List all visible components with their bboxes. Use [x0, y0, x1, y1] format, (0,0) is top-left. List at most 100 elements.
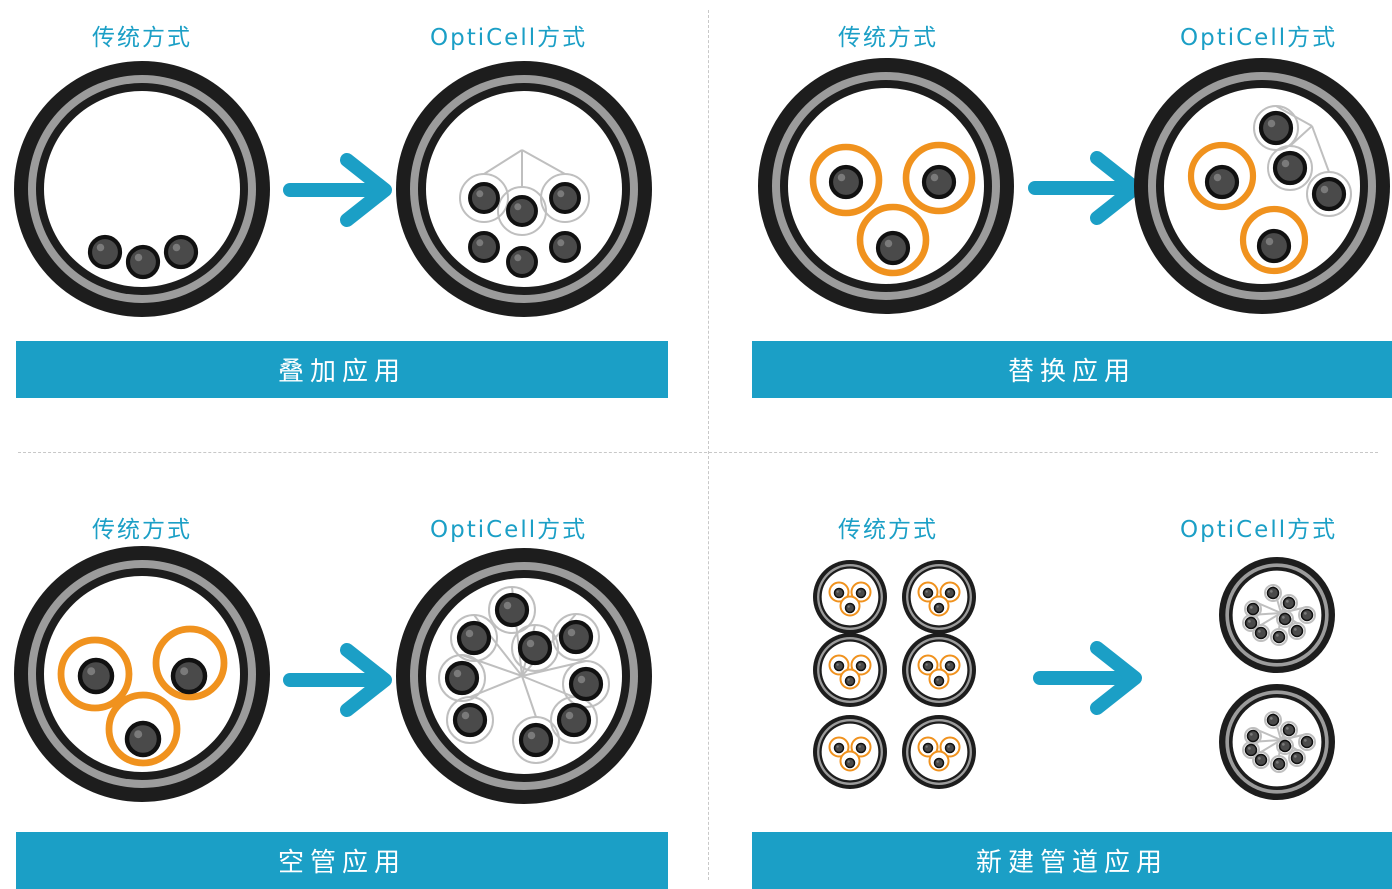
conduit-interior: [44, 576, 240, 772]
panel-title-bar: 新建管道应用: [752, 832, 1392, 889]
cable: [1256, 228, 1292, 264]
cable-highlight: [1257, 629, 1261, 633]
cable: [1282, 596, 1296, 610]
cable: [124, 720, 162, 758]
cable: [833, 742, 845, 754]
cable-highlight: [1281, 159, 1290, 168]
fabric-seam: [483, 149, 523, 175]
cable: [163, 234, 199, 270]
panel-title: 空管应用: [277, 848, 406, 878]
cable: [558, 619, 594, 655]
label-traditional: 传统方式: [838, 25, 938, 51]
conduit-icon: [14, 61, 270, 317]
cable: [494, 592, 530, 628]
cable: [468, 182, 500, 214]
cable: [944, 660, 956, 672]
fabric-seam: [521, 675, 575, 698]
cable-highlight: [858, 590, 861, 593]
fabric-seam: [1280, 610, 1286, 614]
cable-highlight: [1303, 738, 1307, 742]
cable-highlight: [1213, 173, 1222, 182]
cable: [1246, 602, 1260, 616]
right-arrow-icon: [283, 643, 392, 717]
cable-highlight: [134, 253, 143, 262]
cable-highlight: [526, 639, 535, 648]
cable: [506, 246, 538, 278]
cable: [517, 630, 553, 666]
cable-highlight: [1257, 756, 1261, 760]
cable: [568, 666, 604, 702]
cable: [1282, 723, 1296, 737]
cable-highlight: [134, 730, 143, 739]
cable: [1278, 739, 1292, 753]
conduit-icon: [758, 58, 1014, 314]
cable-highlight: [884, 239, 893, 248]
cable: [833, 660, 845, 672]
cable-highlight: [1247, 746, 1251, 750]
cable-highlight: [565, 711, 574, 720]
cable: [1266, 586, 1280, 600]
cable: [833, 587, 845, 599]
cable-highlight: [503, 601, 512, 610]
cable: [1290, 751, 1304, 765]
cable: [855, 660, 867, 672]
cable: [518, 722, 554, 758]
fabric-seam: [1289, 125, 1313, 147]
cable-highlight: [947, 590, 950, 593]
cable-highlight: [461, 711, 470, 720]
fabric-seam: [1252, 727, 1282, 741]
horizontal-divider: [18, 452, 1378, 453]
cable: [1300, 735, 1314, 749]
cable-highlight: [1303, 611, 1307, 615]
cable: [456, 620, 492, 656]
cable-highlight: [936, 760, 939, 763]
cable: [844, 602, 856, 614]
cable-highlight: [1275, 633, 1279, 637]
fabric-seam: [1250, 612, 1282, 616]
cable: [828, 164, 864, 200]
cable-highlight: [1265, 237, 1274, 246]
cable: [855, 587, 867, 599]
label-opticell: OptiCell方式: [1180, 517, 1338, 543]
cable-highlight: [1293, 627, 1297, 631]
cable: [922, 587, 934, 599]
cable-highlight: [858, 745, 861, 748]
cable: [125, 244, 161, 280]
cable: [1246, 729, 1260, 743]
cable: [875, 230, 911, 266]
cable-highlight: [1267, 119, 1276, 128]
vertical-divider: [708, 10, 709, 880]
cable: [1300, 608, 1314, 622]
cable: [549, 231, 581, 263]
cable: [452, 702, 488, 738]
fabric-sleeve: [488, 586, 536, 634]
cable-highlight: [836, 745, 839, 748]
cable: [1272, 150, 1308, 186]
cable-highlight: [514, 203, 522, 211]
fabric-seam: [1250, 739, 1282, 743]
right-arrow-icon: [1028, 151, 1142, 225]
cable-highlight: [847, 605, 850, 608]
fabric-seam: [1311, 125, 1330, 173]
cable: [170, 657, 208, 695]
cable-highlight: [947, 745, 950, 748]
cable: [944, 587, 956, 599]
cable: [855, 742, 867, 754]
cable-highlight: [1281, 742, 1285, 746]
cable-highlight: [1247, 619, 1251, 623]
label-opticell: OptiCell方式: [430, 25, 588, 51]
cable-highlight: [514, 254, 522, 262]
cable-highlight: [1269, 716, 1273, 720]
cable: [933, 757, 945, 769]
right-arrow-icon: [1033, 641, 1142, 715]
panel-title-bar: 叠加应用: [16, 341, 668, 398]
cable: [844, 675, 856, 687]
fabric-seam: [1252, 600, 1282, 614]
cable: [933, 675, 945, 687]
cable: [87, 234, 123, 270]
label-traditional: 传统方式: [92, 25, 192, 51]
cable-highlight: [1320, 185, 1329, 194]
fabric-seam: [461, 654, 523, 677]
right-arrow-icon: [283, 153, 392, 227]
